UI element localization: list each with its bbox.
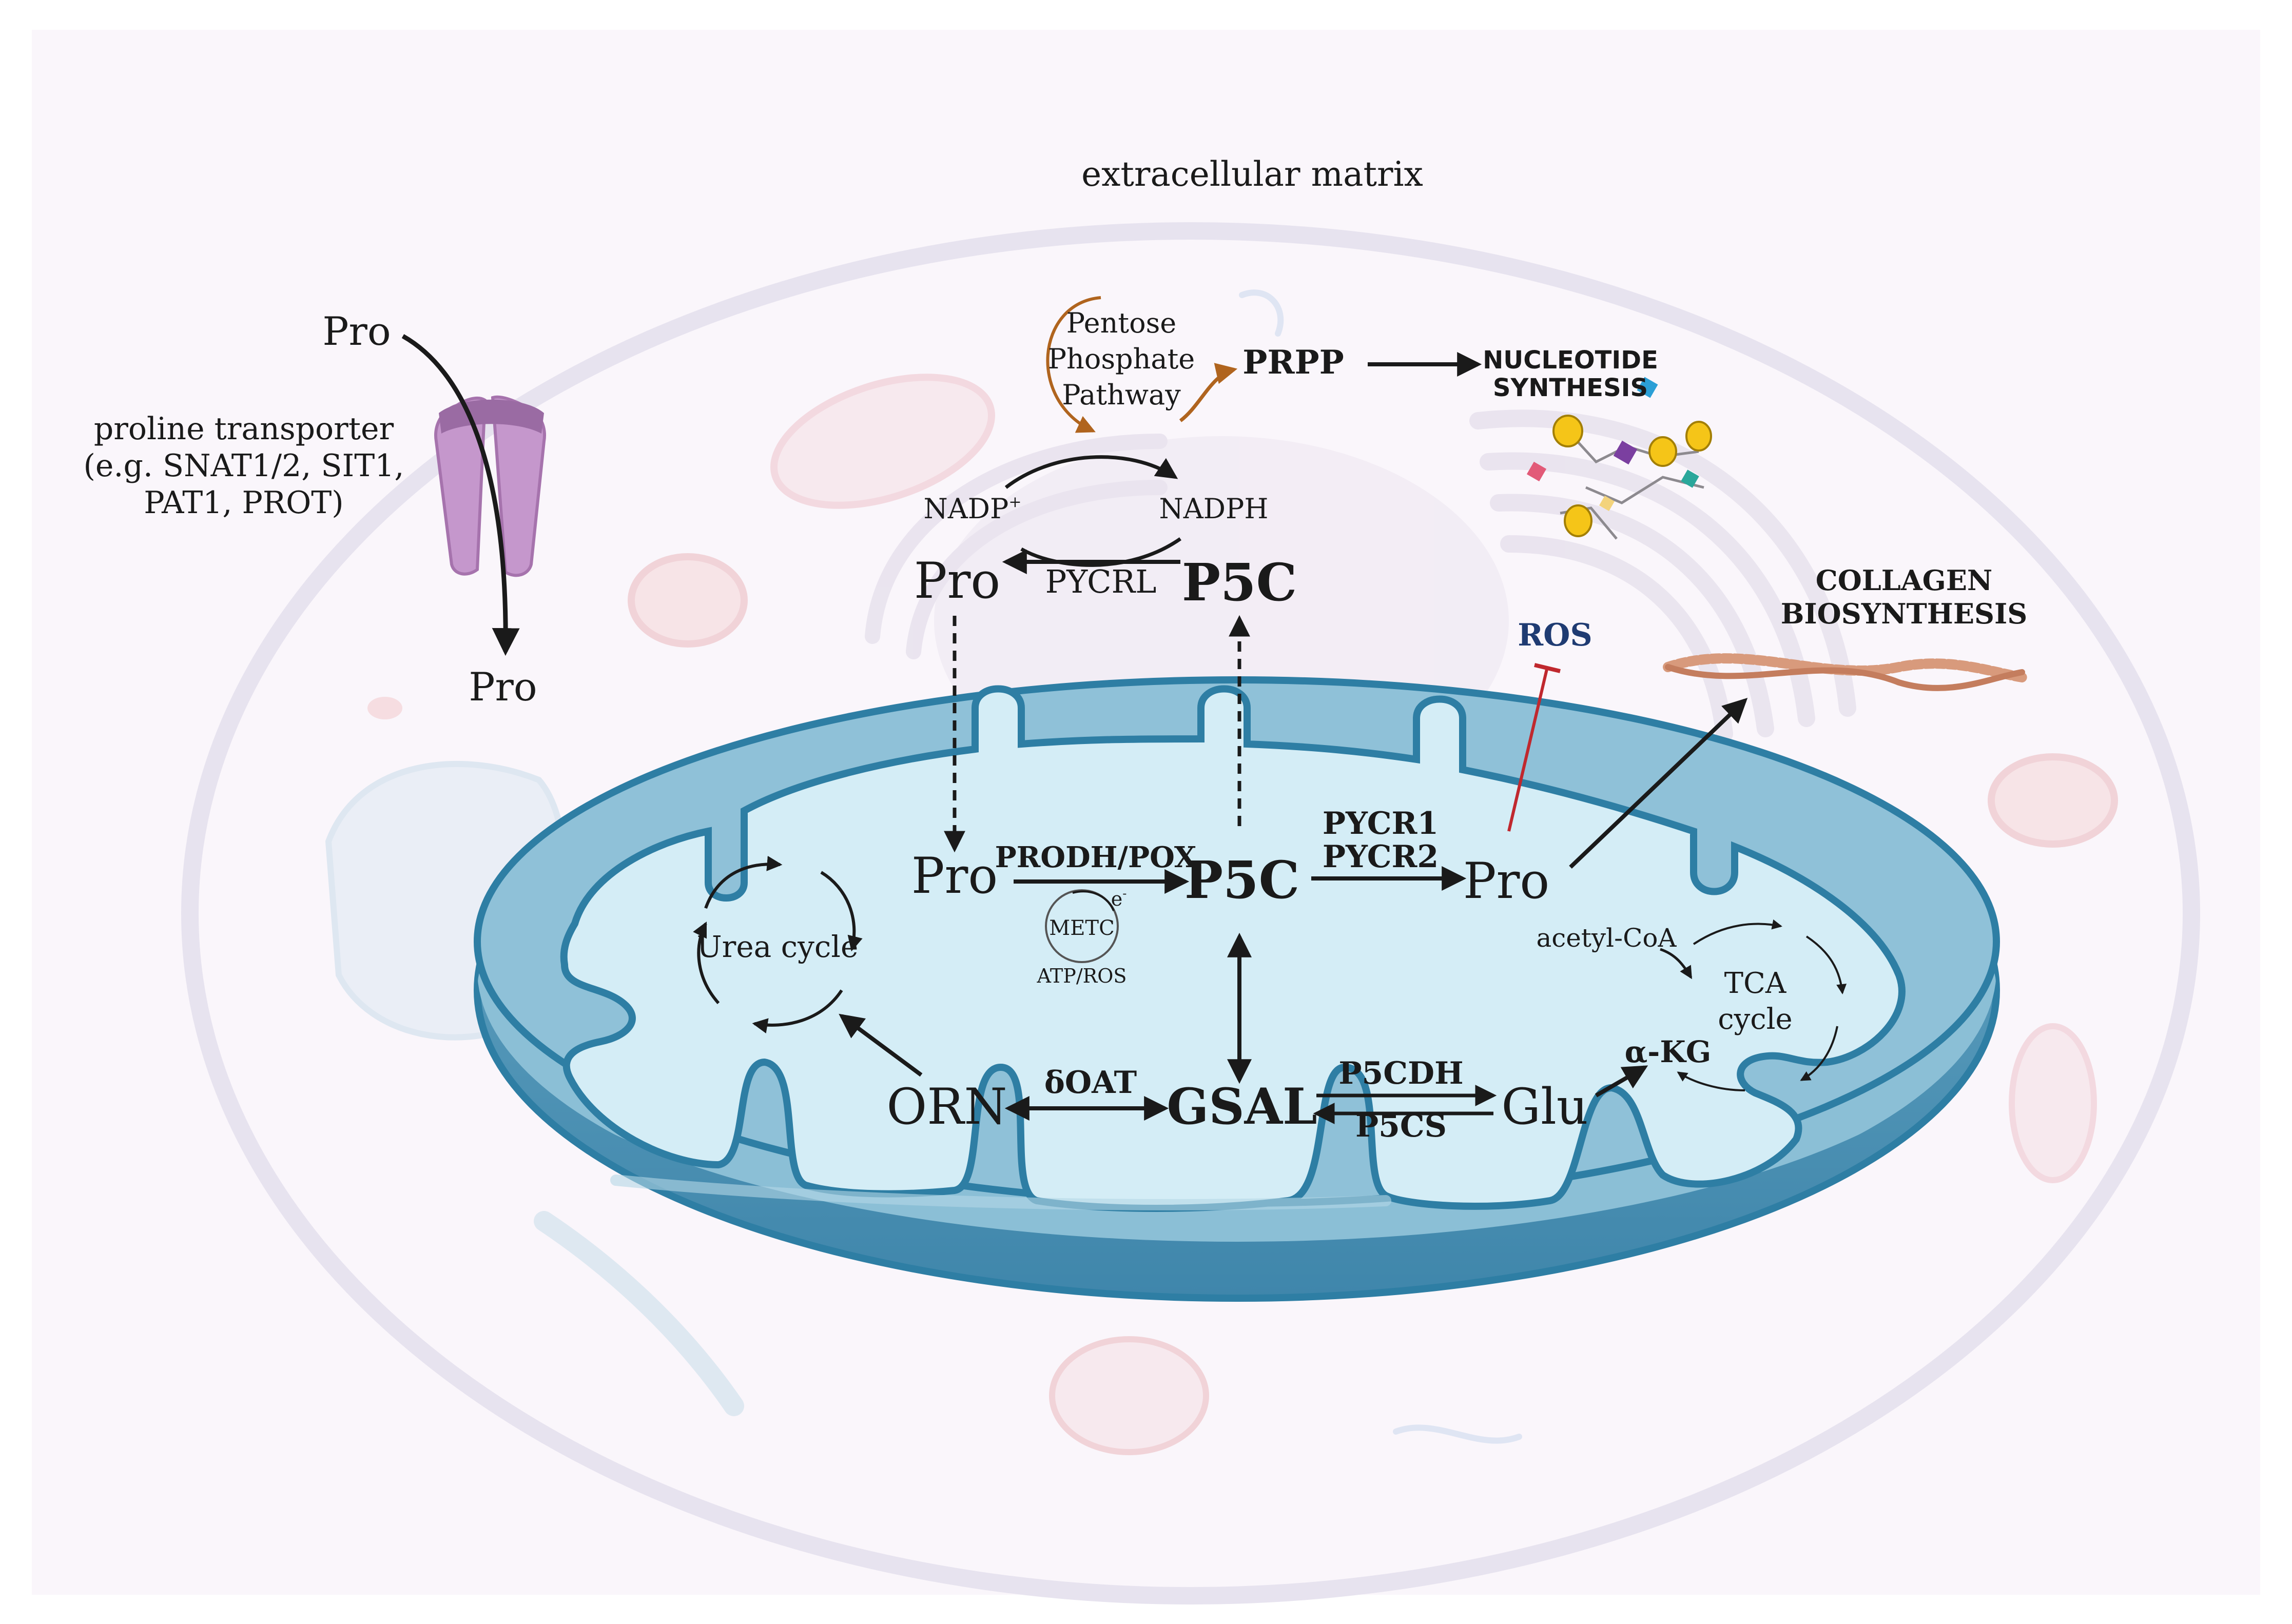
label-acetyl-coa: acetyl-CoA: [1536, 923, 1677, 953]
label-atp-ros: ATP/ROS: [1037, 965, 1127, 987]
nucleotide-icon: [1613, 440, 1638, 465]
label-transporter-2: (e.g. SNAT1/2, SIT1,: [84, 448, 404, 484]
label-glu: Glu: [1501, 1078, 1588, 1136]
label-ros: ROS: [1518, 617, 1592, 653]
arrow-nadph-loop: [1020, 537, 1182, 567]
label-nucleotide-2: SYNTHESIS: [1493, 374, 1648, 402]
label-p5cdh: P5CDH: [1338, 1055, 1463, 1091]
nucleotide-icon: [1648, 436, 1677, 467]
label-doat: δOAT: [1044, 1065, 1137, 1101]
collagen-fiber: [1663, 653, 2027, 691]
label-p5cs: P5CS: [1355, 1108, 1447, 1144]
bg-filament-bottom: [534, 1211, 744, 1416]
label-pycr2: PYCR2: [1323, 839, 1439, 875]
ppp-cycle-arrow-left: [1046, 296, 1101, 433]
label-collagen-2: BIOSYNTHESIS: [1781, 597, 2027, 630]
bg-vesicle-right: [1988, 753, 2118, 848]
label-pro-inside: Pro: [469, 664, 537, 710]
bg-vesicle-left: [628, 553, 748, 648]
label-nucleotide-1: NUCLEOTIDE: [1483, 346, 1658, 375]
label-nadp: NADP+: [923, 493, 1021, 525]
cell-membrane: [181, 222, 2200, 1605]
label-prpp: PRPP: [1242, 343, 1344, 382]
bg-golgi-left: [865, 434, 1168, 659]
ros-inhibition-line: [1507, 667, 1549, 832]
label-pentose-1: Pentose: [1066, 307, 1177, 339]
label-tca-1: TCA: [1724, 967, 1786, 1000]
arrow-pro-import: [401, 334, 520, 656]
label-tca-2: cycle: [1718, 1003, 1792, 1036]
ros-inhibition-bar: [1534, 663, 1561, 673]
label-pycr1: PYCR1: [1323, 806, 1439, 842]
mitochondrion-highlight: [610, 1175, 1391, 1210]
metc-electron-arrow: [1072, 890, 1115, 911]
ppp-to-prpp-arrow: [1179, 363, 1238, 422]
proline-transporter: [434, 395, 546, 577]
arrow-orn-to-urea: [839, 1013, 923, 1077]
urea-cycle-arrows: [693, 855, 863, 1033]
nucleotide-icon: [1681, 469, 1699, 488]
bg-vesicle-small: [367, 697, 402, 719]
arrow-acetyl-coa-to-tca: [1660, 948, 1693, 980]
nadp-superscript: +: [1008, 493, 1021, 511]
label-pro-mito: Pro: [911, 847, 998, 905]
background-organelles: [325, 289, 2118, 1455]
nucleotide-molecules: [1526, 377, 1712, 540]
label-pycrl: PYCRL: [1045, 563, 1157, 600]
bg-mitochondrion-right: [2009, 1023, 2097, 1183]
label-urea-cycle: Urea cycle: [697, 929, 859, 964]
bg-squiggle-bottom: [1393, 1424, 1522, 1444]
nucleotide-icon: [1552, 415, 1583, 447]
nucleotide-icon: [1637, 377, 1658, 398]
label-p5c-mito: P5C: [1184, 850, 1299, 910]
arrow-glu-to-akg: [1595, 1065, 1648, 1098]
tca-cycle-arrows: [1677, 919, 1847, 1091]
label-transporter-3: PAT1, PROT): [144, 485, 343, 521]
label-akg: α-KG: [1625, 1034, 1712, 1069]
label-collagen-1: COLLAGEN: [1816, 564, 1993, 597]
label-pentose-2: Phosphate: [1048, 343, 1195, 375]
label-pro-mito-right: Pro: [1463, 852, 1549, 910]
label-orn: ORN: [887, 1078, 1007, 1136]
label-electron: e-: [1111, 886, 1127, 910]
label-pro-outside: Pro: [322, 308, 391, 354]
label-transporter-1: proline transporter: [94, 411, 394, 447]
label-pro-cyto: Pro: [914, 552, 1000, 610]
label-metc: METC: [1049, 916, 1114, 940]
nucleotide-icon: [1526, 461, 1547, 482]
bg-golgi-right: [1469, 409, 1856, 742]
label-gsal: GSAL: [1167, 1078, 1317, 1136]
nucleotide-icon: [1564, 504, 1592, 537]
nucleotide-icon: [1599, 495, 1615, 512]
arrow-pro-to-collagen: [1569, 698, 1748, 869]
nadp-text: NADP: [923, 493, 1008, 525]
label-p5c-cyto: P5C: [1182, 552, 1297, 613]
label-nadph: NADPH: [1159, 493, 1269, 525]
label-extracellular-matrix: extracellular matrix: [1081, 154, 1423, 194]
metc-circle: [1045, 889, 1119, 963]
bg-mitochondrion-left: [770, 374, 995, 509]
arrow-nadp-to-nadph: [1004, 455, 1178, 489]
electron-text: e: [1111, 888, 1123, 910]
electron-superscript: -: [1122, 886, 1126, 901]
label-prodh: PRODH/POX: [995, 840, 1197, 874]
nucleotide-icon: [1685, 421, 1712, 452]
bg-squiggle-top: [1239, 289, 1284, 337]
label-pentose-3: Pathway: [1062, 379, 1181, 411]
bg-lysosome-bottom: [1049, 1336, 1209, 1455]
